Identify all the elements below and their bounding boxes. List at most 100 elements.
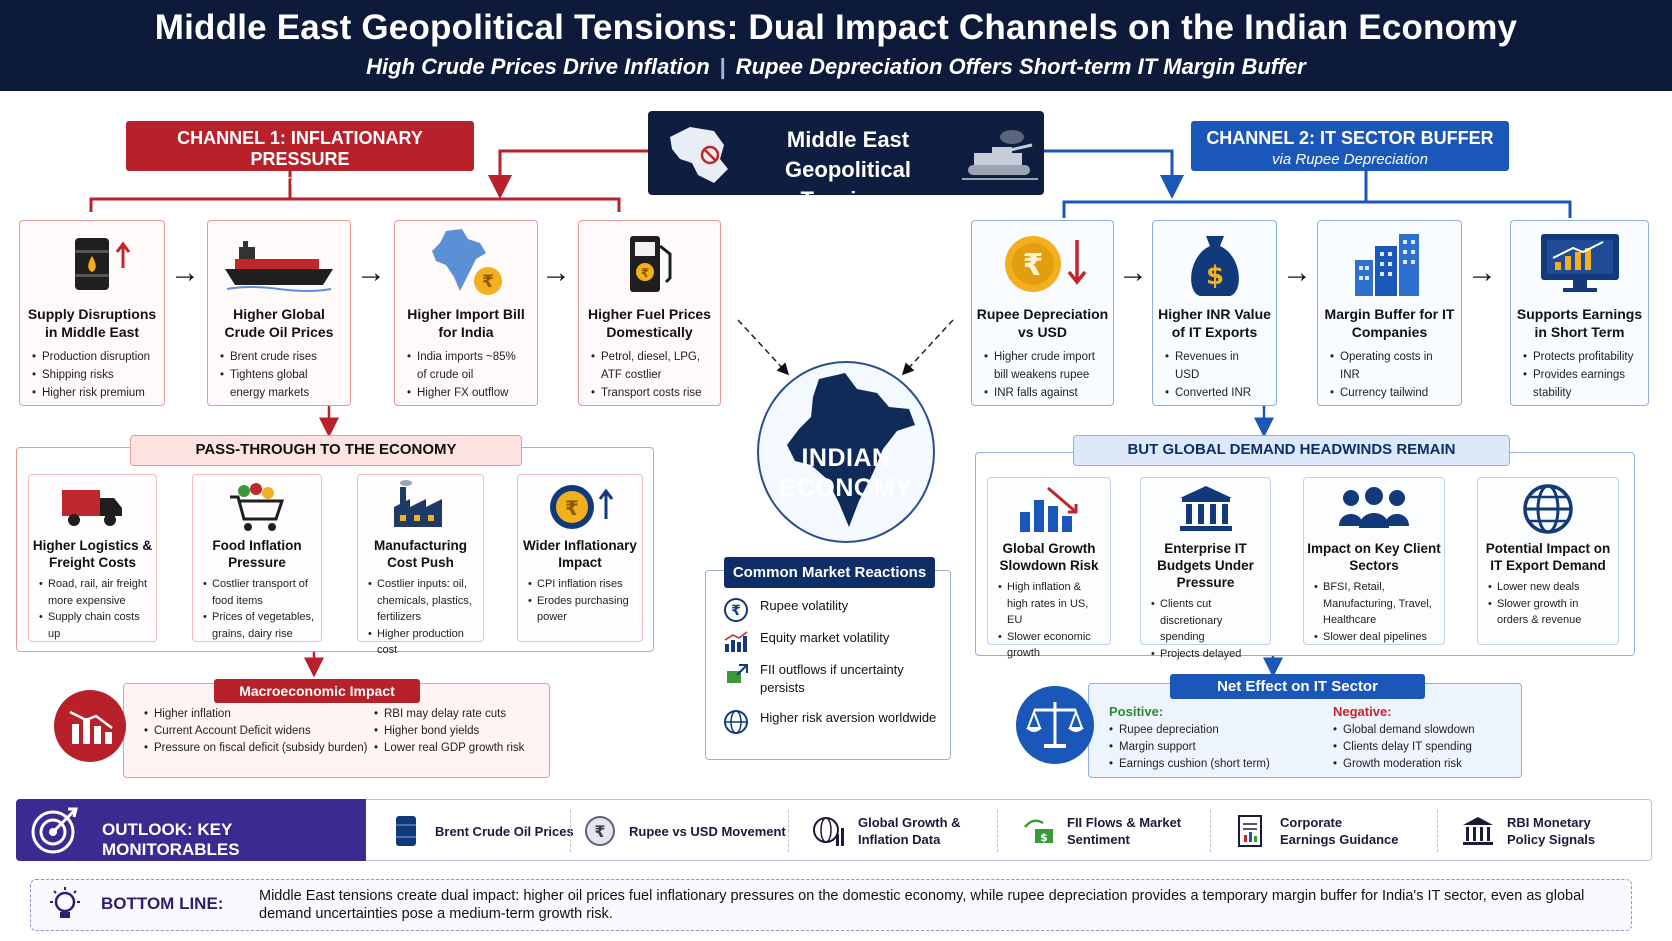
- flow-arrow: →: [356, 256, 386, 289]
- money-flow-icon: $: [1021, 814, 1055, 848]
- institution-icon: [1141, 478, 1270, 540]
- bullet: Supply chain costs up: [39, 609, 150, 642]
- item-title: Potential Impact on IT Export Demand: [1485, 541, 1611, 573]
- monitor-chart-icon: [1511, 221, 1648, 305]
- item-title: Global Growth Slowdown Risk: [999, 541, 1099, 573]
- step-title: Margin Buffer for IT Companies: [1324, 306, 1455, 340]
- outlook-label-box: OUTLOOK: KEY MONITORABLES: [16, 799, 366, 861]
- monitorable-item: RBI Monetary Policy Signals: [1461, 800, 1617, 862]
- headwinds-item-1: Global Growth Slowdown Risk High inflati…: [987, 477, 1111, 659]
- tension-to-channel1-line: [488, 149, 648, 199]
- lightbulb-icon: [50, 887, 80, 918]
- pass-through-item-3: Manufacturing Cost Push Costlier inputs:…: [357, 474, 484, 656]
- oil-tanker-icon: [208, 221, 350, 305]
- headwinds-label: BUT GLOBAL DEMAND HEADWINDS REMAIN: [1073, 435, 1510, 466]
- scales-icon: [1016, 686, 1094, 764]
- bullet: Tightens global energy markets: [220, 366, 340, 402]
- channel2-step-1: ₹ Rupee Depreciation vs USD Higher crude…: [971, 220, 1114, 406]
- bullet: Higher bond yields: [374, 723, 524, 740]
- bullet: Higher risk premium: [32, 384, 154, 402]
- item-title: Food Inflation Pressure: [212, 538, 302, 570]
- bullet: Pressure on fiscal deficit (subsidy burd…: [144, 740, 368, 757]
- rupee-down-icon: ₹: [972, 221, 1113, 305]
- bullet: Currency tailwind improves margins: [1330, 384, 1451, 405]
- bullet: Prices of vegetables, grains, dairy rise: [203, 609, 315, 642]
- bullet: Higher production cost: [368, 626, 477, 659]
- channel1-step-1: Supply Disruptions in Middle East Produc…: [19, 220, 165, 406]
- divider: [997, 810, 998, 852]
- bottom-line-label: BOTTOM LINE:: [101, 894, 224, 913]
- indian-economy-circle: INDIAN ECONOMY: [757, 361, 935, 543]
- step-title: Higher Import Bill for India: [407, 306, 525, 340]
- item-bullets: Costlier transport of food items Prices …: [203, 576, 315, 642]
- declining-chart-icon: [988, 478, 1110, 540]
- bullet: Rupee depreciation: [1109, 722, 1270, 739]
- bullet: BFSI, Retail, Manufacturing, Travel, Hea…: [1314, 579, 1438, 629]
- item-title: Manufacturing Cost Push: [374, 538, 467, 570]
- bullet: INR falls against USD: [984, 384, 1103, 405]
- svg-text:₹: ₹: [731, 603, 741, 619]
- people-icon: [1304, 478, 1444, 540]
- oil-barrel-icon: [20, 221, 164, 305]
- bullet: Clients cut discretionary spending: [1151, 596, 1264, 646]
- channel1-subtitle: via High Crude Oil Prices: [216, 172, 384, 189]
- svg-text:₹: ₹: [640, 266, 648, 280]
- channel2-step-4: Supports Earnings in Short Term Protects…: [1510, 220, 1649, 406]
- header-banner: Middle East Geopolitical Tensions: Dual …: [0, 0, 1672, 91]
- bullet: Protects profitability: [1523, 348, 1638, 366]
- pass-through-item-2: Food Inflation Pressure Costlier transpo…: [192, 474, 322, 642]
- item-bullets: High inflation & high rates in US, EU Sl…: [998, 579, 1104, 662]
- step-bullets: Operating costs in INR Currency tailwind…: [1330, 348, 1451, 405]
- grocery-cart-icon: [193, 475, 321, 537]
- bullet: Converted INR value increases: [1165, 384, 1266, 405]
- tension-text: Middle East Geopolitical Tensions: [748, 125, 948, 215]
- globe-chart-icon: [812, 814, 846, 848]
- bullet: Slower economic growth: [998, 629, 1104, 662]
- macro-right-list: RBI may delay rate cuts Higher bond yiel…: [374, 706, 524, 757]
- svg-text:$: $: [1040, 831, 1048, 844]
- subtitle-separator: |: [719, 54, 726, 79]
- flow-arrow: →: [541, 256, 571, 289]
- step-bullets: Revenues in USD Converted INR value incr…: [1165, 348, 1266, 405]
- flow-arrow: →: [1118, 256, 1148, 289]
- money-bag-icon: $: [1153, 221, 1276, 305]
- net-positive-label: Positive:: [1109, 704, 1164, 719]
- page-title: Middle East Geopolitical Tensions: Dual …: [154, 8, 1518, 47]
- channel2-subtitle: via Rupee Depreciation: [1272, 151, 1428, 168]
- item-bullets: Clients cut discretionary spending Proje…: [1151, 596, 1264, 662]
- market-reactions-label: Common Market Reactions: [724, 557, 935, 588]
- rupee-to-economy-dashed: [901, 319, 954, 376]
- bullet: Projects delayed: [1151, 646, 1264, 663]
- indian-economy-label: INDIAN ECONOMY: [759, 443, 933, 503]
- item-bullets: BFSI, Retail, Manufacturing, Travel, Hea…: [1314, 579, 1438, 645]
- bullet: Provides earnings stability: [1523, 366, 1638, 402]
- headwinds-item-2: Enterprise IT Budgets Under Pressure Cli…: [1140, 477, 1271, 662]
- net-negative-label: Negative:: [1333, 704, 1392, 719]
- fuel-to-economy-dashed: [737, 319, 790, 376]
- flow-arrow: →: [1467, 256, 1497, 289]
- economy-line2: ECONOMY: [779, 474, 913, 502]
- item-bullets: Costlier inputs: oil, chemicals, plastic…: [368, 576, 477, 659]
- truck-icon: [29, 475, 156, 537]
- macro-left-list: Higher inflation Current Account Deficit…: [144, 706, 368, 757]
- pass-through-item-4: ₹ Wider Inflationary Impact CPI inflatio…: [517, 474, 643, 642]
- monitorable-item: Global Growth & Inflation Data: [812, 800, 968, 862]
- monitorable-label: Global Growth & Inflation Data: [858, 815, 961, 847]
- middle-east-map-icon: [670, 127, 728, 183]
- bullet: High inflation & high rates in US, EU: [998, 579, 1104, 629]
- divider: [570, 810, 571, 852]
- monitorable-item: $ FII Flows & Market Sentiment: [1021, 800, 1187, 862]
- pass-through-label: PASS-THROUGH TO THE ECONOMY: [130, 435, 522, 466]
- bullet: Lower real GDP growth risk: [374, 740, 524, 757]
- bullet: Global demand slowdown: [1333, 722, 1475, 739]
- tension-line1: Middle East: [786, 127, 910, 152]
- money-flow-icon: [722, 661, 750, 687]
- macro-impact-label: Macroeconomic Impact: [214, 679, 420, 703]
- channel1-step-3: ₹ Higher Import Bill for India India imp…: [394, 220, 538, 406]
- monitorable-item: ₹ Rupee vs USD Movement: [583, 800, 786, 862]
- channel2-fan-line: [1062, 171, 1572, 218]
- bank-icon: [1461, 814, 1495, 848]
- bullet: CPI inflation rises: [528, 576, 636, 593]
- step-bullets: Protects profitability Provides earnings…: [1523, 348, 1638, 402]
- headwinds-item-4: Potential Impact on IT Export Demand Low…: [1477, 477, 1619, 645]
